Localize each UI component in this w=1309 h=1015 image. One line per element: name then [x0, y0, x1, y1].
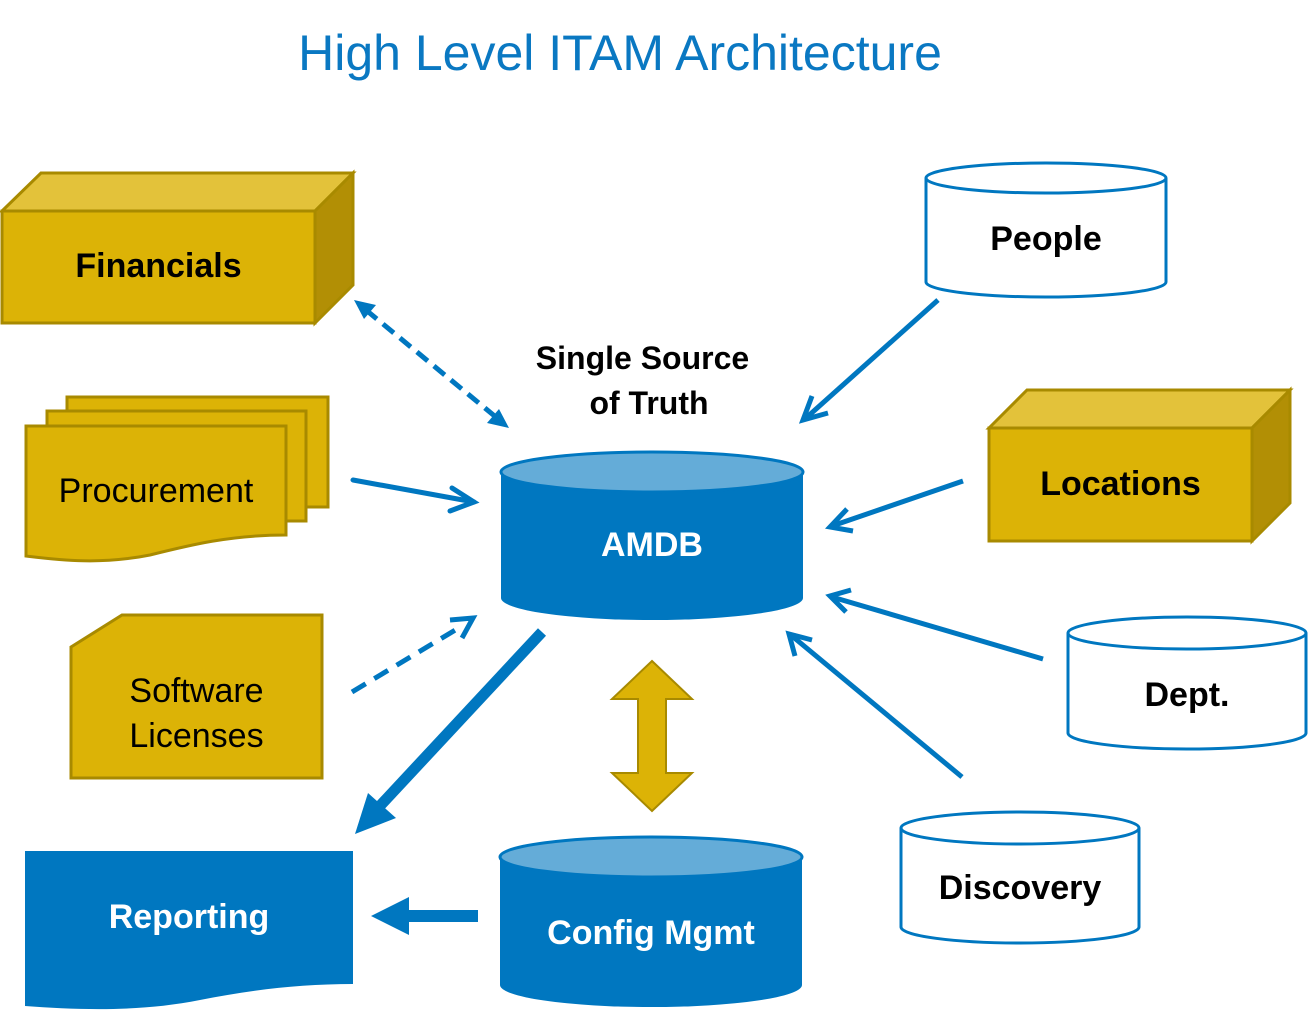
- procurement-node: [24, 395, 330, 563]
- financials-box-front: [0, 209, 317, 325]
- locations-node: [985, 386, 1294, 545]
- amdb-caption-line1: Single Source: [535, 340, 750, 376]
- reporting-document: [25, 851, 353, 1010]
- arrowhead-financials: [354, 300, 376, 319]
- edge-procurement-amdb: [350, 477, 480, 514]
- arrowhead: [355, 793, 396, 834]
- edge-amdb-reporting: [355, 628, 547, 834]
- edge-financials-amdb: [354, 300, 509, 428]
- amdb-body: [501, 472, 803, 620]
- edge-dept-amdb: [825, 587, 1044, 662]
- people-body: [924, 178, 1168, 299]
- software-licenses-label-line1: Software: [129, 672, 264, 710]
- arrowhead: [824, 507, 854, 534]
- procurement-label: Procurement: [58, 472, 254, 510]
- config-mgmt-label: Config Mgmt: [547, 914, 755, 952]
- arrowhead: [447, 485, 480, 514]
- edge-amdb-config-mgmt: [609, 659, 695, 813]
- arrowhead: [798, 395, 829, 424]
- dept-label: Dept.: [1144, 676, 1230, 714]
- arrowhead: [785, 630, 813, 657]
- arrowhead-amdb-from-financials: [487, 409, 509, 428]
- software-licenses-card: [69, 613, 324, 780]
- procurement-sheet-front: [24, 424, 288, 563]
- people-database: [924, 161, 1168, 299]
- config-mgmt-database: [498, 835, 804, 1007]
- dept-database: [1066, 615, 1308, 751]
- dept-top: [1066, 615, 1308, 651]
- page-title: High Level ITAM Architecture: [298, 25, 942, 81]
- amdb-database: [499, 450, 805, 620]
- edge-locations-amdb: [824, 478, 964, 534]
- amdb-label: AMDB: [601, 526, 703, 564]
- locations-box-top: [985, 388, 1294, 430]
- reporting-label: Reporting: [108, 898, 270, 936]
- edge-people-amdb: [798, 298, 940, 424]
- financials-node: [0, 169, 357, 327]
- config-mgmt-body: [500, 857, 802, 1007]
- config-mgmt-top: [498, 835, 804, 879]
- people-top: [924, 161, 1168, 195]
- amdb-caption-line2: of Truth: [589, 385, 709, 421]
- edge-licenses-amdb: [350, 615, 478, 695]
- arrowhead: [825, 587, 852, 614]
- amdb-top: [499, 450, 805, 494]
- discovery-top: [899, 810, 1141, 846]
- edge-config-mgmt-reporting: [371, 897, 478, 935]
- financials-box-top: [0, 171, 357, 213]
- locations-label: Locations: [1040, 465, 1201, 503]
- discovery-body: [899, 828, 1141, 945]
- dept-body: [1066, 633, 1308, 751]
- arrowhead: [449, 615, 478, 640]
- financials-label: Financials: [75, 247, 242, 285]
- software-licenses-label-line2: Licenses: [129, 717, 264, 755]
- locations-box-front: [987, 426, 1254, 543]
- people-label: People: [990, 220, 1102, 258]
- edge-discovery-amdb: [785, 630, 964, 779]
- discovery-database: [899, 810, 1141, 945]
- discovery-label: Discovery: [938, 869, 1102, 907]
